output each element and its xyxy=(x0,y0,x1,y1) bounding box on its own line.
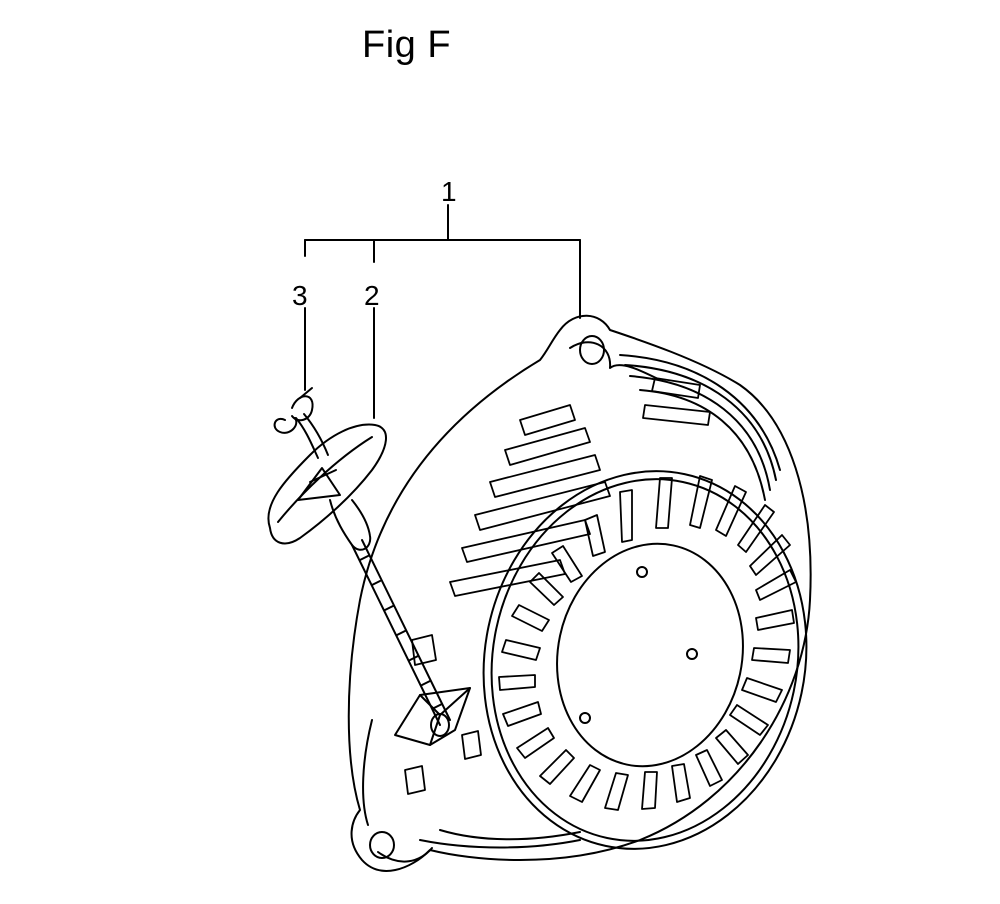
inner-cup xyxy=(482,470,808,850)
callout-label-3: 3 xyxy=(292,280,308,311)
starter-rope xyxy=(351,539,451,726)
vent-slots xyxy=(498,475,797,811)
callout-label-1: 1 xyxy=(441,176,457,207)
figure-title: Fig F xyxy=(362,24,452,66)
housing-flange xyxy=(347,314,812,872)
t-handle-grip xyxy=(267,423,388,551)
housing-rim xyxy=(419,354,781,849)
rope-knot xyxy=(273,387,329,459)
callout-label-2: 2 xyxy=(364,280,380,311)
hub-holes xyxy=(579,566,698,724)
callout-leader-lines xyxy=(304,204,581,419)
rope-guide-bracket xyxy=(394,687,471,746)
